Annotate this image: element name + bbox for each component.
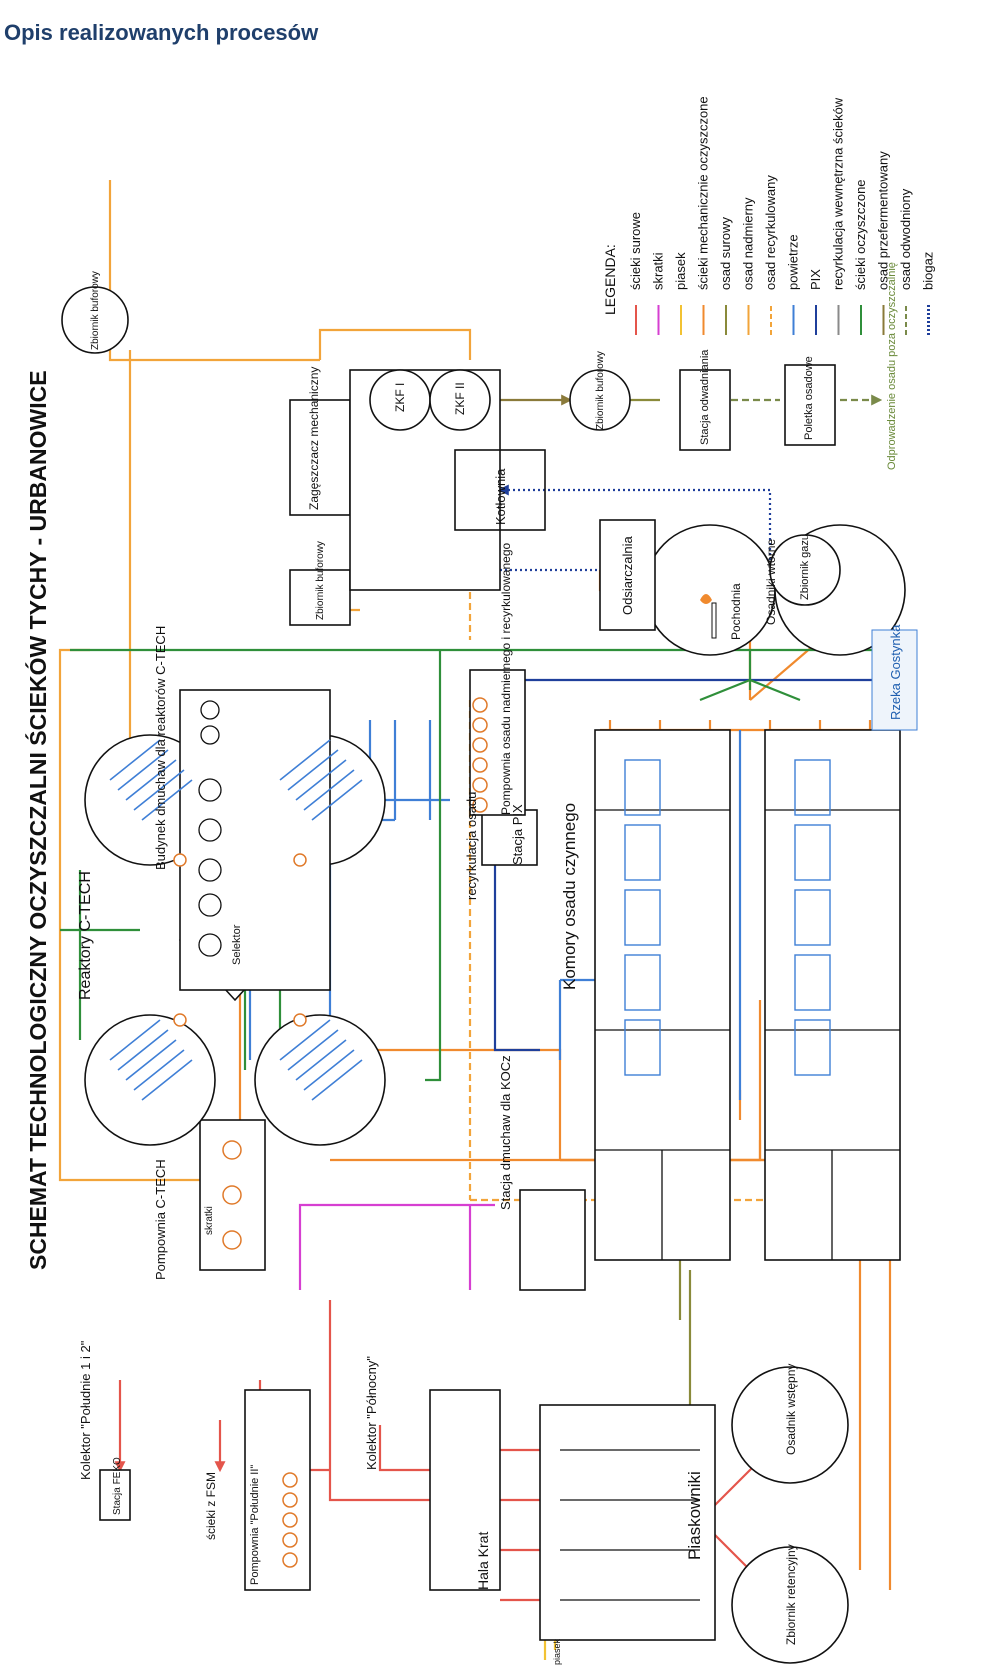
label-piaskowniki: Piaskowniki: [685, 1471, 704, 1560]
zageszczacz-box: [289, 399, 351, 516]
pump-symbols: [173, 697, 488, 1568]
label-skratki: skratki: [204, 1206, 215, 1235]
diffusers: [624, 759, 831, 1076]
zbiornik-buforowy-2: [289, 569, 351, 626]
label-pochodnia: Pochodnia: [729, 583, 743, 640]
label-stacja-feko: Stacja FEKO: [112, 1457, 123, 1515]
zbiornik-buforowy-3: [569, 369, 631, 431]
label-komory-osadu: Komory osadu czynnego: [560, 803, 579, 990]
legend-item-label: osad przefermentowany: [876, 151, 891, 290]
label-zkf1: ZKF I: [393, 383, 407, 412]
legend-item-label: ścieki mechanicznie oczyszczone: [696, 96, 711, 290]
label-selektor: Selektor: [231, 924, 243, 965]
chamber-partitions: [560, 809, 900, 1601]
label-odprowadzenie: Odprowadzenie osadu poza oczyszczalnię: [886, 262, 898, 470]
label-rzeka: Rzeka Gostynka: [888, 624, 903, 720]
label-osadnik-wstepny: Osadnik wstępny: [784, 1364, 798, 1455]
piaskowniki-box: [539, 1404, 716, 1641]
reactor-grids: [109, 739, 363, 1101]
legend-item-label: PIX: [808, 269, 823, 290]
label-zkf2: ZKF II: [453, 382, 467, 415]
label-zbiornik-buforowy-3: Zbiornik buforowy: [595, 351, 606, 430]
page-heading: Opis realizowanych procesów: [4, 20, 319, 45]
legend-item-label: osad surowy: [718, 217, 733, 290]
hala-krat-box: [429, 1389, 501, 1591]
label-zbiornik-buforowy-1: Zbiornik buforowy: [90, 271, 101, 350]
label-budynek-dmuchaw: Budynek dmuchaw dla reaktorów C-TECH: [153, 626, 168, 870]
label-hala-krat: Hala Krat: [475, 1532, 491, 1590]
label-piasek: piasek: [552, 1638, 562, 1665]
odsiarczalnia-box: [599, 519, 656, 631]
label-scieki-fsm: ścieki z FSM: [204, 1472, 218, 1540]
legend: LEGENDA: ścieki surowe skratki piasek ściek…: [602, 96, 936, 335]
label-kolektor-polnocny: Kolektor "Północny": [364, 1356, 379, 1470]
label-zbiornik-retencyjny: Zbiornik retencyjny: [784, 1544, 798, 1645]
legend-item-label: osad recyrkulowany: [763, 175, 778, 290]
pompownia-poludnie-box: [244, 1389, 311, 1591]
kotlownia-box: [454, 449, 546, 531]
flare-icon: [700, 594, 717, 639]
poletka-box: [784, 364, 836, 446]
label-zbiornik-buforowy-2: Zbiornik buforowy: [315, 541, 326, 620]
label-pompownia-poludnie: Pompownia "Południe II": [249, 1465, 261, 1585]
label-zageszczacz: Zagęszczacz mechaniczny: [307, 367, 321, 510]
legend-item-label: osad nadmierny: [741, 197, 756, 290]
label-reaktory-ctech: Reaktory C-TECH: [77, 871, 94, 1000]
stacja-pix-box: [481, 809, 538, 866]
label-osadniki-wtorne: Osadniki wtórne: [764, 539, 778, 625]
label-pompownia-ctech: Pompownia C-TECH: [153, 1159, 168, 1280]
osadnik-wstepny-tank: [731, 1366, 849, 1484]
stacja-dmuchaw-box: [519, 1189, 586, 1291]
legend-item-label: skratki: [651, 252, 666, 290]
legend-item-label: biogaz: [921, 252, 936, 290]
zbiornik-buforowy-1: [61, 286, 129, 354]
legend-heading: LEGENDA:: [602, 244, 618, 315]
legend-item-label: piasek: [673, 252, 688, 290]
diagram-title: SCHEMAT TECHNOLOGICZNY OCZYSZCZALNI ŚCIE…: [24, 370, 51, 1270]
legend-item-label: powietrze: [786, 234, 801, 290]
zkf2-tank: [429, 369, 491, 431]
reaktor-ctech-4: [254, 1014, 386, 1146]
label-pompownia-osadu: Pompownia osadu nadmiernego i recyrkulow…: [499, 543, 513, 815]
label-kotlownia: Kotłownia: [493, 468, 508, 525]
zbiornik-retencyjny-tank: [731, 1546, 849, 1664]
zbiornik-gazu-tank: [769, 534, 841, 606]
river-box: [871, 629, 918, 731]
legend-item-label: osad odwodniony: [898, 188, 913, 290]
process-units: [61, 286, 906, 1664]
label-stacja-pix: Stacja PIX: [510, 804, 525, 865]
label-odsiarczalnia: Odsiarczalnia: [620, 535, 635, 615]
blower-symbols: [198, 700, 222, 957]
label-recyrkulacja-osadu: recyrkulacja osadu: [464, 792, 479, 900]
osadnik-wtorny-1: [644, 524, 776, 656]
legend-item-label: ścieki oczyszczone: [853, 179, 868, 290]
legend-item-label: ścieki surowe: [628, 212, 643, 290]
stacja-feko-box: [99, 1469, 131, 1521]
label-stacja-dmuchaw: Stacja dmuchaw dla KOCz: [498, 1055, 513, 1210]
label-kolektor-poludnie: Kolektor "Południe 1 i 2": [78, 1340, 93, 1480]
legend-item-label: recyrkulacja wewnętrzna ścieków: [831, 97, 846, 290]
reaktor-ctech-2: [84, 1014, 216, 1146]
stacja-odwadniania-box: [679, 369, 731, 451]
label-poletka: Poletka osadowe: [803, 356, 815, 440]
label-zbiornik-gazu: Zbiornik gazu: [799, 534, 811, 600]
label-stacja-odwadniania: Stacja odwadniania: [699, 349, 711, 445]
unit-labels: Kolektor "Południe 1 i 2" Stacja FEKO śc…: [77, 262, 903, 1665]
